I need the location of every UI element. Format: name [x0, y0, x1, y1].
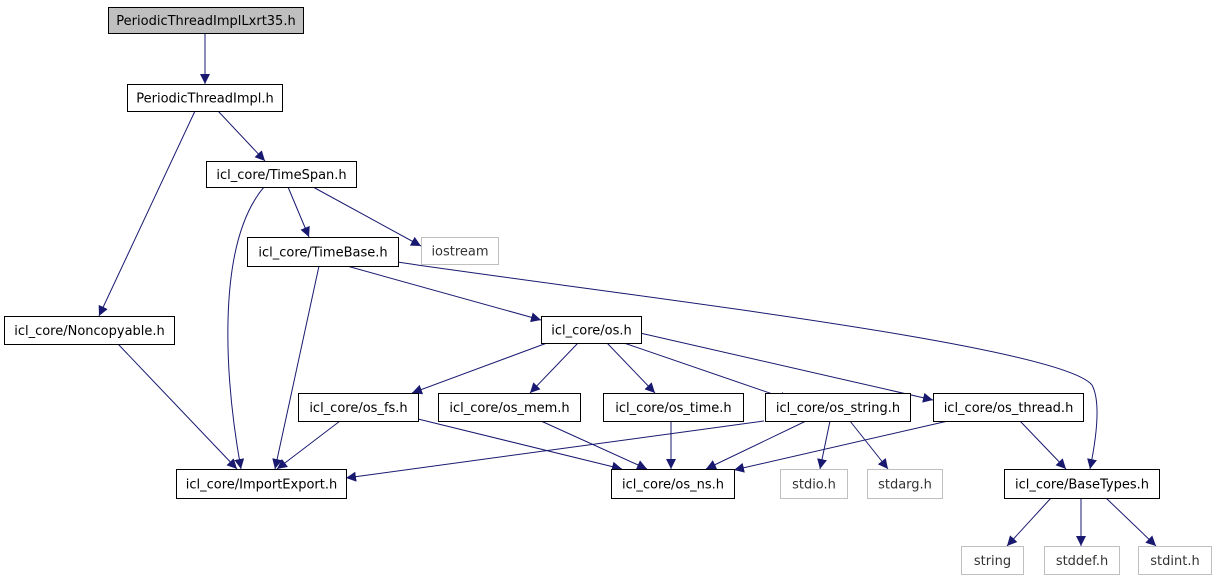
edge-os-thread-h-to-os-ns-h [733, 420, 949, 473]
node-basetypes-h-box [1004, 469, 1160, 499]
node-os-string-h-box [765, 393, 911, 422]
node-stdarg-h-box [867, 469, 943, 499]
edge-os-h-to-os-mem-h [529, 342, 579, 394]
edge-os-string-h-to-importexport-h [345, 420, 765, 482]
edge-os-mem-h-to-os-ns-h [540, 420, 648, 470]
edge-os-fs-h-to-os-ns-h [417, 418, 623, 472]
node-iostream-box [421, 237, 499, 265]
node-basetypes-h-label: icl_core/BaseTypes.h [1015, 478, 1149, 493]
node-timespan-h-box [206, 161, 357, 188]
edge-timebase-h-to-basetypes-h [396, 261, 1098, 470]
edge-timespan-h-to-importexport-h [227, 186, 265, 470]
edge-timespan-h-to-iostream [312, 186, 422, 247]
edge-timespan-h-to-timebase-h [287, 186, 310, 238]
node-os-h-box [541, 316, 642, 344]
node-stdio-h-label: stdio.h [792, 478, 836, 493]
edge-os-string-h-to-os-ns-h [705, 420, 807, 470]
node-stdio-h-box [780, 469, 848, 499]
node-importexport-h-box [176, 469, 347, 499]
node-timespan-h[interactable]: icl_core/TimeSpan.h [206, 161, 357, 188]
edge-os-string-h-to-stdarg-h [849, 420, 889, 470]
node-periodicthreadimpllxrt35-h-label: PeriodicThreadImplLxrt35.h [116, 14, 295, 29]
node-os-string-h-label: icl_core/os_string.h [776, 401, 900, 416]
node-os-fs-h-label: icl_core/os_fs.h [309, 401, 407, 416]
node-stddef-h-box [1044, 546, 1120, 575]
node-noncopyable-h-box [4, 316, 175, 345]
edge-os-h-to-os-fs-h [411, 342, 548, 395]
node-stddef-h-label: stddef.h [1056, 554, 1108, 569]
edge-os-string-h-to-stdio-h [817, 420, 831, 470]
node-noncopyable-h[interactable]: icl_core/Noncopyable.h [4, 316, 175, 345]
node-string-box [961, 546, 1024, 575]
node-stdint-h: stdint.h [1138, 546, 1212, 575]
nodes-layer: PeriodicThreadImplLxrt35.hPeriodicThread… [4, 7, 1212, 575]
edge-os-fs-h-to-importexport-h [276, 420, 341, 470]
node-os-ns-h-box [611, 469, 735, 499]
edge-timebase-h-to-importexport-h [272, 265, 320, 470]
node-timebase-h-box [247, 237, 399, 267]
node-os-ns-h-label: icl_core/os_ns.h [622, 478, 724, 493]
node-os-fs-h[interactable]: icl_core/os_fs.h [298, 393, 419, 422]
edge-periodicthreadimpl-h-to-noncopyable-h [98, 110, 196, 317]
node-periodicthreadimpl-h-box [127, 84, 283, 112]
node-os-string-h[interactable]: icl_core/os_string.h [765, 393, 911, 422]
node-iostream-label: iostream [431, 245, 488, 260]
node-stdarg-h-label: stdarg.h [878, 478, 932, 493]
node-importexport-h[interactable]: icl_core/ImportExport.h [176, 469, 347, 499]
node-os-mem-h[interactable]: icl_core/os_mem.h [438, 393, 581, 422]
node-os-mem-h-box [438, 393, 581, 422]
edge-noncopyable-h-to-importexport-h [117, 343, 238, 470]
node-os-thread-h[interactable]: icl_core/os_thread.h [933, 393, 1084, 422]
node-string-label: string [974, 554, 1011, 569]
edge-timebase-h-to-os-h [346, 265, 542, 323]
node-periodicthreadimpl-h-label: PeriodicThreadImpl.h [136, 92, 273, 107]
node-os-h[interactable]: icl_core/os.h [541, 316, 642, 344]
node-stdio-h: stdio.h [780, 469, 848, 499]
node-basetypes-h[interactable]: icl_core/BaseTypes.h [1004, 469, 1160, 499]
node-periodicthreadimpllxrt35-h[interactable]: PeriodicThreadImplLxrt35.h [108, 7, 304, 34]
node-os-h-label: icl_core/os.h [551, 324, 632, 339]
node-os-time-h-box [603, 393, 744, 422]
node-stdint-h-box [1138, 546, 1212, 575]
node-string: string [961, 546, 1024, 575]
node-timebase-h[interactable]: icl_core/TimeBase.h [247, 237, 399, 267]
node-os-time-h[interactable]: icl_core/os_time.h [603, 393, 744, 422]
node-stdint-h-label: stdint.h [1150, 554, 1199, 569]
node-os-thread-h-box [933, 393, 1084, 422]
edge-periodicthreadimpl-h-to-timespan-h [217, 110, 266, 162]
node-stdarg-h: stdarg.h [867, 469, 943, 499]
node-stddef-h: stddef.h [1044, 546, 1120, 575]
node-periodicthreadimpl-h[interactable]: PeriodicThreadImpl.h [127, 84, 283, 112]
edges-layer [98, 33, 1157, 547]
edge-basetypes-h-to-string [1006, 497, 1052, 547]
node-periodicthreadimpllxrt35-h-box [108, 7, 304, 34]
edge-os-h-to-os-thread-h [639, 332, 934, 403]
node-os-mem-h-label: icl_core/os_mem.h [449, 401, 569, 416]
node-os-time-h-label: icl_core/os_time.h [615, 401, 731, 416]
node-noncopyable-h-label: icl_core/Noncopyable.h [14, 324, 165, 339]
node-os-fs-h-box [298, 393, 419, 422]
edge-os-h-to-os-string-h [623, 342, 791, 402]
edge-os-thread-h-to-basetypes-h [1019, 420, 1067, 470]
edge-basetypes-h-to-stdint-h [1105, 497, 1157, 547]
node-importexport-h-label: icl_core/ImportExport.h [186, 478, 337, 493]
node-iostream: iostream [421, 237, 499, 265]
edge-os-h-to-os-time-h [606, 342, 656, 394]
node-os-thread-h-label: icl_core/os_thread.h [944, 401, 1074, 416]
node-timebase-h-label: icl_core/TimeBase.h [258, 246, 387, 261]
node-timespan-h-label: icl_core/TimeSpan.h [216, 168, 346, 183]
node-os-ns-h[interactable]: icl_core/os_ns.h [611, 469, 735, 499]
